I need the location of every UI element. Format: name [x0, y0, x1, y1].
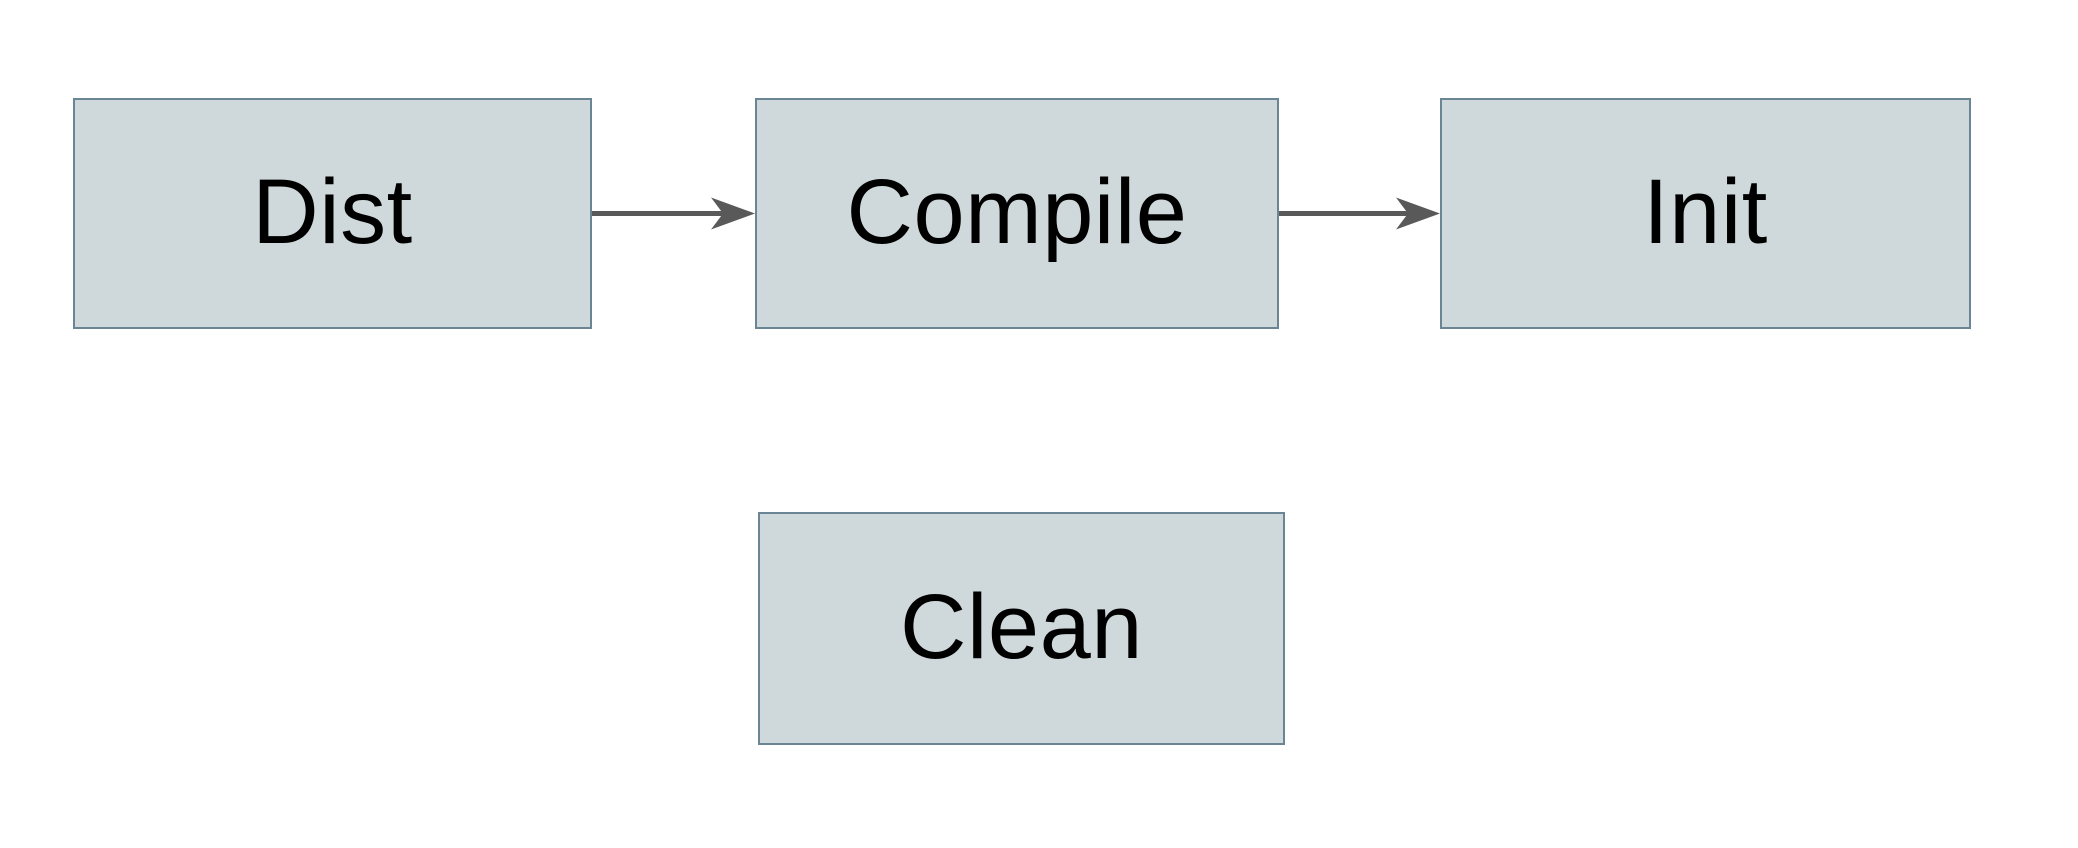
node-clean-label: Clean: [900, 575, 1143, 678]
node-dist-label: Dist: [252, 160, 413, 263]
node-init-label: Init: [1643, 160, 1768, 263]
node-compile[interactable]: Compile: [755, 98, 1279, 329]
node-dist[interactable]: Dist: [73, 98, 592, 329]
node-clean[interactable]: Clean: [758, 512, 1285, 745]
node-init[interactable]: Init: [1440, 98, 1971, 329]
node-compile-label: Compile: [846, 160, 1188, 263]
